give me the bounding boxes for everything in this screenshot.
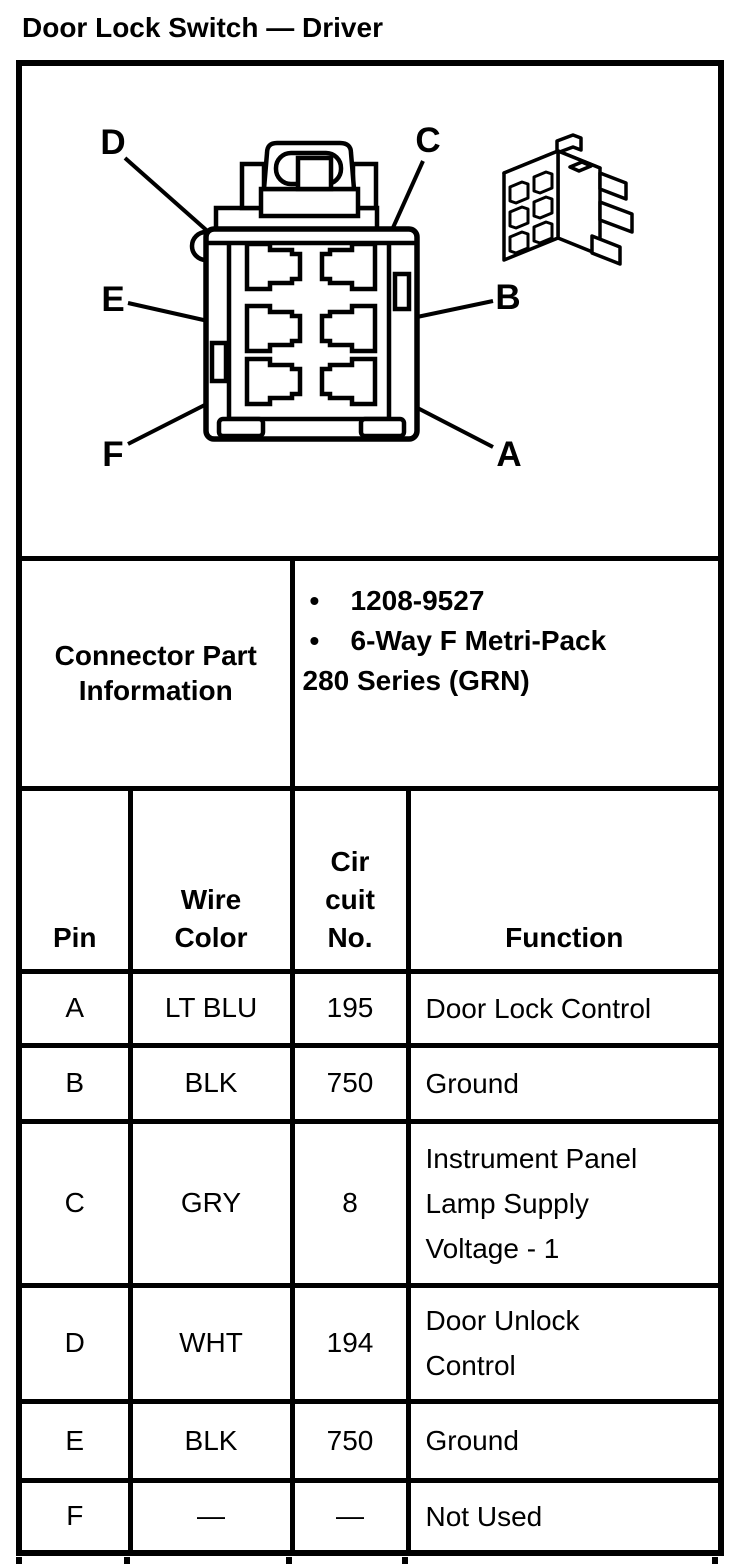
iso-top-tab	[555, 133, 583, 155]
wire-color-cell: BLK	[127, 1398, 295, 1483]
function-cell: Not Used	[405, 1477, 724, 1556]
scan-artifact-stub	[286, 1557, 292, 1564]
part-info-label: Connector Part Information	[16, 555, 295, 791]
circuit-no-cell: 750	[289, 1042, 411, 1124]
iso-latch-rail-1	[598, 171, 628, 201]
pin-label-e: E	[101, 280, 124, 319]
header-function: Function	[405, 785, 724, 974]
part-info-row: Connector Part Information • 1208-9527 •…	[16, 555, 724, 791]
keyway-slot-left	[209, 340, 229, 384]
connector-type-continuation: 280 Series (GRN)	[302, 664, 530, 696]
header-wire-color: Wire Color	[127, 785, 295, 974]
diagram-row: D C E B F A	[16, 60, 724, 561]
function-cell: Door Unlock Control	[405, 1282, 724, 1404]
circuit-no-cell: 750	[289, 1398, 411, 1483]
latch-base	[258, 186, 361, 219]
header-pin: Pin	[16, 785, 133, 974]
table-row-b: B BLK 750 Ground	[16, 1042, 724, 1124]
pin-label-b: B	[495, 278, 520, 317]
wire-color-cell: LT BLU	[127, 968, 295, 1048]
scan-artifact-stub	[124, 1557, 130, 1564]
pin-cell: F	[16, 1477, 133, 1556]
connector-pinout-table: D C E B F A Connector Part Information •…	[16, 60, 724, 1556]
pin-cell: C	[16, 1118, 133, 1288]
iso-latch-rail-3	[590, 234, 622, 266]
circuit-no-cell: 194	[289, 1282, 411, 1404]
table-header-row: Pin Wire Color Cir cuit No. Function	[16, 785, 724, 974]
pin-cavity-a	[319, 356, 378, 407]
pin-label-a: A	[496, 435, 521, 474]
iso-top-hole	[568, 160, 593, 173]
connector-diagram-cell: D C E B F A	[16, 60, 724, 561]
connector-isometric-illustration	[502, 133, 634, 266]
mount-foot-right	[358, 416, 407, 439]
circuit-no-cell: 195	[289, 968, 411, 1048]
wire-color-cell: BLK	[127, 1042, 295, 1124]
wire-color-cell: WHT	[127, 1282, 295, 1404]
table-row-f: F — — Not Used	[16, 1477, 724, 1556]
function-cell: Ground	[405, 1042, 724, 1124]
wire-color-cell: GRY	[127, 1118, 295, 1288]
pin-cell: D	[16, 1282, 133, 1404]
circuit-no-cell: 8	[289, 1118, 411, 1288]
iso-latch-rail-2	[598, 200, 634, 234]
circuit-no-cell: —	[289, 1477, 411, 1556]
mount-foot-left	[216, 416, 266, 439]
pin-cell: A	[16, 968, 133, 1048]
part-info-label-line2: Information	[78, 675, 233, 706]
side-bump	[189, 229, 207, 263]
pin-label-f: F	[102, 435, 123, 474]
part-info-details: • 1208-9527 • 6-Way F Metri-Pack 280 Ser…	[289, 555, 724, 791]
part-info-bullet-item: • 1208-9527	[297, 581, 712, 621]
pin-cavity-c	[319, 241, 378, 292]
wire-color-cell: —	[127, 1477, 295, 1556]
scan-artifact-stub	[16, 1557, 22, 1564]
pin-cavity-d	[244, 241, 303, 292]
connector-front-view	[189, 140, 420, 442]
header-circuit-no: Cir cuit No.	[289, 785, 411, 974]
table-row-d: D WHT 194 Door Unlock Control	[16, 1282, 724, 1404]
pin-cavity-e	[244, 303, 303, 354]
pin-cell: E	[16, 1398, 133, 1483]
function-cell: Ground	[405, 1398, 724, 1483]
bullet-icon: •	[309, 624, 320, 656]
bullet-icon: •	[309, 584, 320, 616]
pin-label-d: D	[100, 123, 125, 162]
connector-type: 6-Way F Metri-Pack	[350, 624, 607, 656]
page-title: Door Lock Switch — Driver	[22, 12, 383, 43]
pin-cell: B	[16, 1042, 133, 1124]
function-cell: Door Lock Control	[405, 968, 724, 1048]
part-info-bullet-item: • 6-Way F Metri-Pack	[297, 621, 712, 661]
connector-body	[203, 226, 420, 442]
pin-label-c: C	[415, 121, 440, 160]
scan-artifact-stub	[402, 1557, 408, 1564]
latch-post	[295, 155, 334, 192]
part-info-label-line1: Connector Part	[54, 640, 257, 671]
part-number: 1208-9527	[350, 584, 485, 616]
pin-labels: D C E B F A	[100, 121, 521, 474]
keyway-slot-right	[392, 271, 412, 312]
pin-cavity-b	[319, 303, 378, 354]
table-row-e: E BLK 750 Ground	[16, 1398, 724, 1483]
iso-pin-cavities	[508, 170, 554, 255]
scan-artifact-stub	[712, 1557, 718, 1564]
table-row-c: C GRY 8 Instrument Panel Lamp Supply Vol…	[16, 1118, 724, 1288]
function-cell: Instrument Panel Lamp Supply Voltage - 1	[405, 1118, 724, 1288]
pin-cavity-f	[244, 356, 303, 407]
table-row-a: A LT BLU 195 Door Lock Control	[16, 968, 724, 1048]
connector-diagram: D C E B F A	[100, 121, 634, 474]
